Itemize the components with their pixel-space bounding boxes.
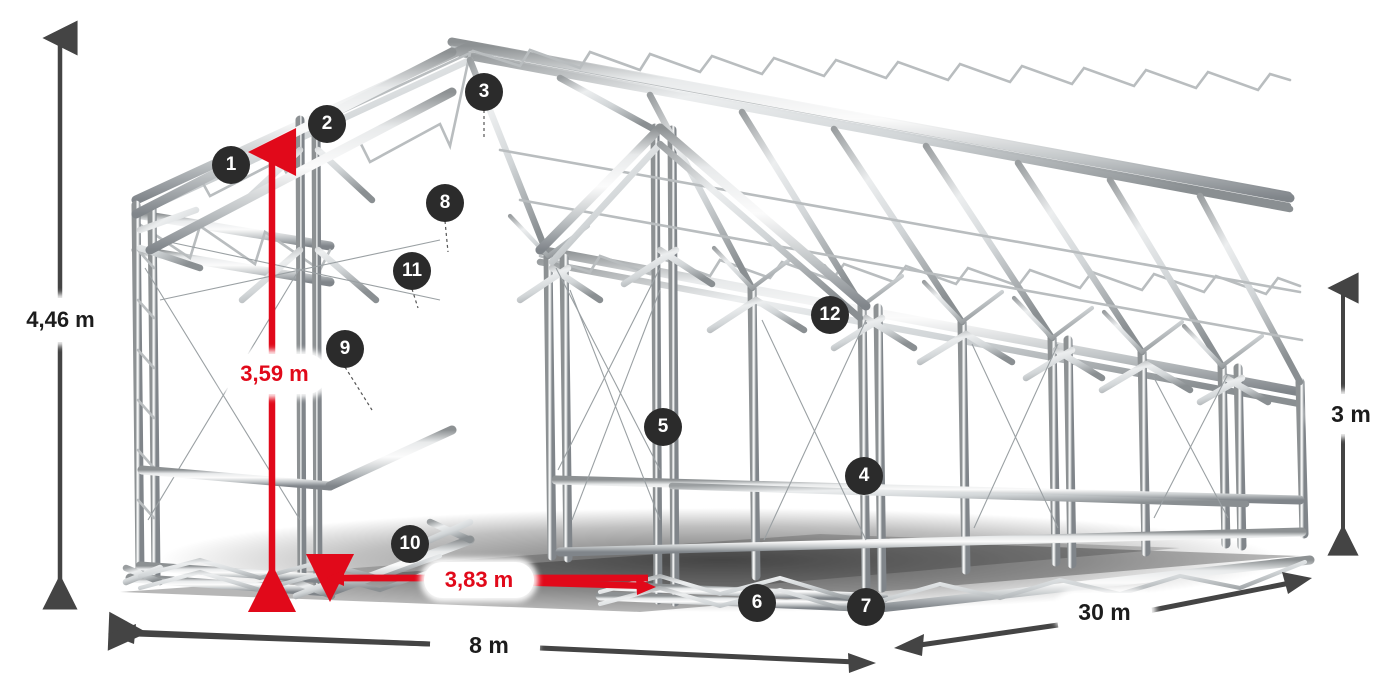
dimension-label-width: 8 m xyxy=(443,626,535,664)
callout-badge-6[interactable]: 6 xyxy=(738,584,776,622)
dimension-label-length: 30 m xyxy=(1057,593,1152,631)
callout-number: 1 xyxy=(225,154,237,175)
callout-badge-12[interactable]: 12 xyxy=(811,296,849,334)
callout-badge-5[interactable]: 5 xyxy=(644,408,682,446)
dimension-label-inner-width: 3,83 m xyxy=(424,562,534,598)
callout-badge-2[interactable]: 2 xyxy=(308,105,346,143)
callout-badge-9[interactable]: 9 xyxy=(326,330,364,368)
callout-number: 9 xyxy=(339,338,351,359)
callout-number: 4 xyxy=(858,465,870,486)
callout-badge-3[interactable]: 3 xyxy=(465,73,503,111)
callout-number: 8 xyxy=(439,192,451,213)
callout-number: 7 xyxy=(860,596,872,617)
callout-number: 12 xyxy=(819,304,841,325)
callout-badge-4[interactable]: 4 xyxy=(845,457,883,495)
callout-badge-7[interactable]: 7 xyxy=(847,588,885,626)
dimension-label-ridge-height: 4,46 m xyxy=(8,298,113,342)
dimension-arrow-width xyxy=(107,611,876,673)
dimension-label-wall-height: 3 m xyxy=(1310,394,1392,434)
callout-number: 10 xyxy=(399,533,421,554)
front-long-wall xyxy=(516,123,1315,617)
dimension-label-inner-height: 3,59 m xyxy=(222,354,327,394)
interior-gable-frame xyxy=(535,123,871,471)
callout-number: 2 xyxy=(321,113,333,134)
callout-badge-8[interactable]: 8 xyxy=(426,184,464,222)
callout-number: 3 xyxy=(478,81,490,102)
callout-number: 6 xyxy=(751,592,763,613)
callout-badge-11[interactable]: 11 xyxy=(393,252,431,290)
callout-badge-10[interactable]: 10 xyxy=(391,525,429,563)
callout-number: 11 xyxy=(401,260,423,281)
callout-number: 5 xyxy=(657,416,669,437)
callout-badge-1[interactable]: 1 xyxy=(212,146,250,184)
ridge-beam-group xyxy=(465,41,1295,213)
dimension-arrow-length xyxy=(894,572,1312,656)
